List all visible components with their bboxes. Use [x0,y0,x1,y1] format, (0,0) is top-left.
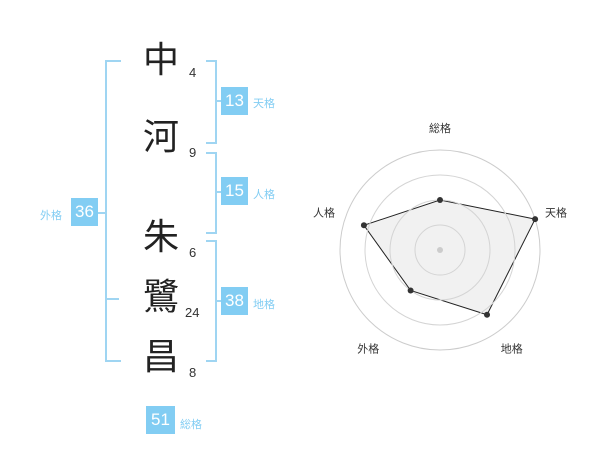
chikaku-label: 地格 [253,298,275,311]
name-char-4: 鷺 [142,277,179,318]
radar-center [437,247,443,253]
gaikaku-bracket-stem [96,212,106,214]
stroke-count-5: 8 [189,365,197,380]
name-char-5: 昌 [142,337,179,378]
radar-point-3 [484,311,491,318]
stroke-count-3: 6 [189,245,197,260]
radar-grid-3 [364,174,516,326]
gaikaku-bracket [105,60,121,362]
gaikaku-label: 外格 [40,209,62,222]
radar-point-2 [532,216,539,223]
chikaku-badge: 38 [221,287,248,315]
radar-point-1 [437,197,443,203]
radar-axis-label-2: 天格 [545,205,567,219]
radar-axis-label-1: 総格 [429,121,451,135]
tenkaku-connector [215,100,221,102]
tenkaku-bracket [206,60,217,144]
tenkaku-label: 天格 [253,97,275,110]
radar-grid-1 [414,224,466,276]
name-char-2: 河 [142,117,179,158]
radar-point-4 [407,287,414,294]
jinkaku-label: 人格 [253,188,275,201]
radar-point-5 [360,222,367,229]
tenkaku-badge: 13 [221,87,248,115]
stroke-count-1: 4 [189,65,197,80]
stroke-count-4: 24 [185,305,200,320]
jinkaku-bracket [206,152,217,234]
soukaku-badge: 51 [146,406,175,434]
jinkaku-badge: 15 [221,177,248,205]
stroke-count-2: 9 [189,145,197,160]
soukaku-label: 総格 [180,418,202,431]
radar-axis-label-4: 外格 [357,342,379,356]
name-char-1: 中 [142,40,179,81]
name-char-3: 朱 [142,217,179,258]
chikaku-connector [215,300,221,302]
gaikaku-bracket-mid [105,298,119,300]
gaikaku-badge: 36 [71,198,98,226]
radar-axis-label-5: 人格 [313,205,335,219]
radar-axis-label-3: 地格 [501,342,523,356]
jinkaku-connector [215,191,221,193]
radar-polygon [363,199,536,316]
